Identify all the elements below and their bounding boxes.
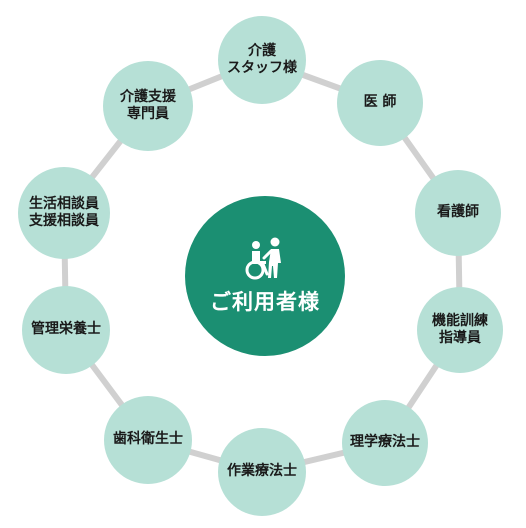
- node-functional-trainer: 機能訓練 指導員: [417, 287, 503, 373]
- node-care-staff: 介護 スタッフ様: [218, 16, 306, 104]
- node-registered-dietitian: 管理栄養士: [22, 286, 110, 374]
- node-label: 介護支援 専門員: [120, 88, 176, 123]
- center-label: ご利用者様: [210, 290, 320, 314]
- node-label: 管理栄養士: [31, 321, 101, 338]
- wheelchair-caregiver-icon: [245, 237, 281, 280]
- node-doctor: 医 師: [337, 60, 423, 146]
- node-label: 看護師: [437, 204, 479, 221]
- node-label: 医 師: [363, 94, 397, 111]
- node-nurse: 看護師: [415, 170, 501, 256]
- node-life-consultant: 生活相談員 支援相談員: [18, 167, 110, 259]
- node-occupational-therapist: 作業療法士: [218, 428, 306, 516]
- node-label: 理学療法士: [350, 434, 420, 451]
- center-node-user: ご利用者様: [185, 196, 345, 356]
- node-label: 生活相談員 支援相談員: [29, 195, 99, 230]
- node-label: 歯科衛生士: [113, 431, 183, 448]
- node-label: 介護 スタッフ様: [227, 42, 297, 77]
- node-label: 作業療法士: [227, 463, 297, 480]
- node-label: 機能訓練 指導員: [432, 312, 488, 347]
- node-dental-hygienist: 歯科衛生士: [104, 396, 192, 484]
- node-care-manager: 介護支援 専門員: [103, 61, 193, 151]
- node-physical-therapist: 理学療法士: [342, 400, 428, 486]
